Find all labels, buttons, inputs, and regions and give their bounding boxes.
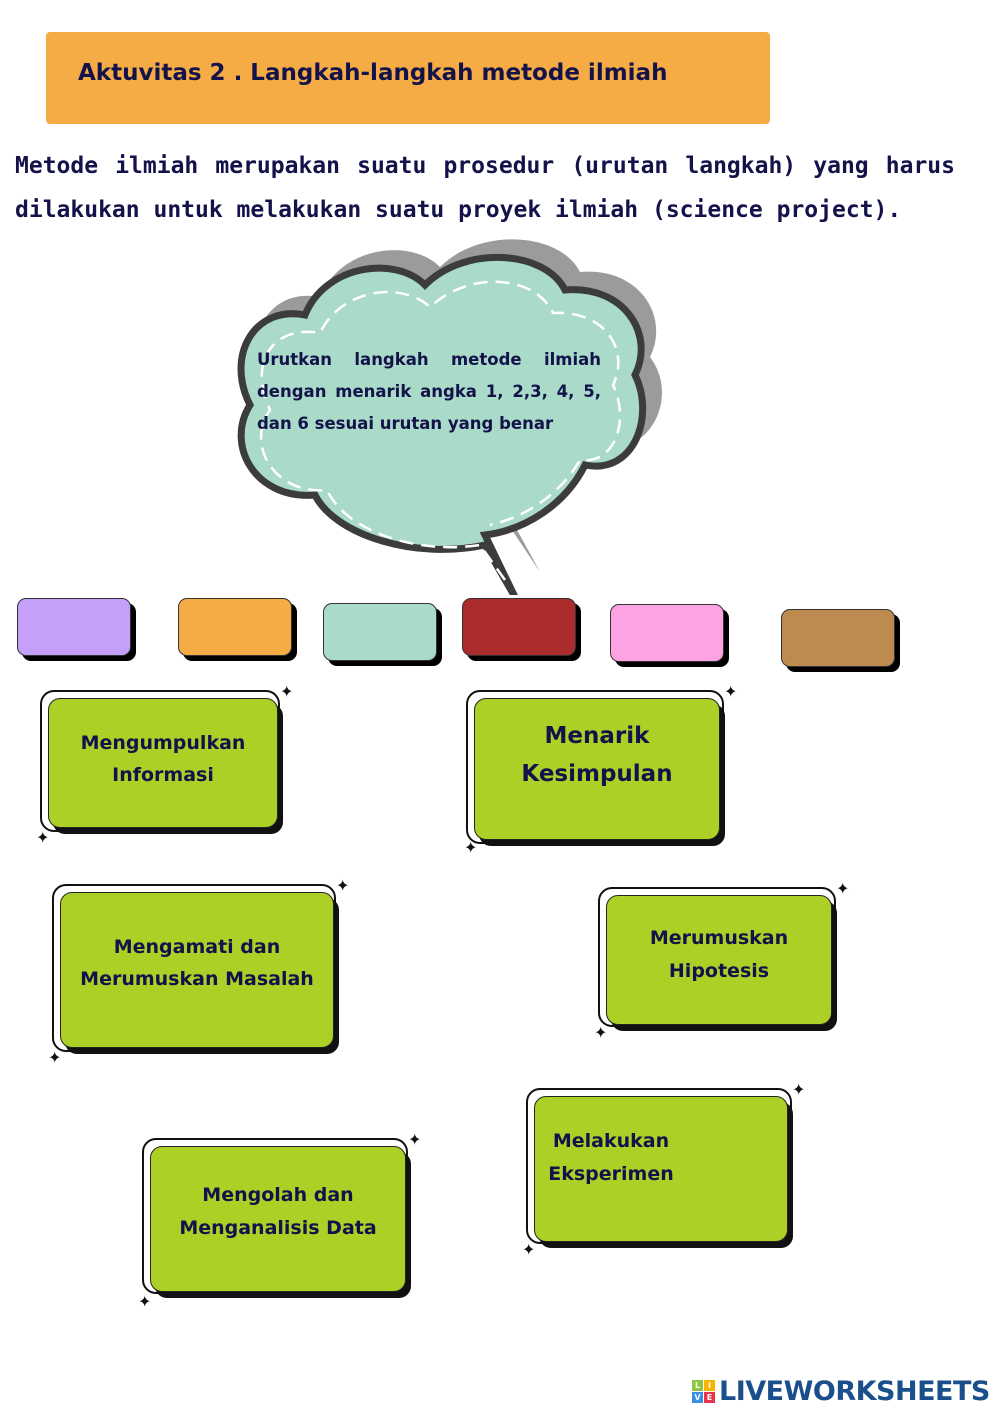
- sparkle-icon: ✦: [48, 1048, 62, 1067]
- answer-slot-1[interactable]: [17, 598, 131, 656]
- activity-title-banner: Aktuvitas 2 . Langkah-langkah metode ilm…: [46, 32, 770, 124]
- speech-cloud-icon: [237, 239, 662, 595]
- answer-slot-3[interactable]: [323, 603, 437, 661]
- instruction-text: Urutkan langkah metode ilmiah dengan men…: [257, 350, 601, 433]
- intro-paragraph: Metode ilmiah merupakan suatu prosedur (…: [15, 153, 955, 223]
- sparkle-icon: ✦: [36, 828, 50, 847]
- answer-slot-4[interactable]: [462, 598, 576, 656]
- sparkle-icon: ✦: [594, 1023, 608, 1042]
- card-label: Merumuskan Hipotesis: [606, 895, 832, 1025]
- answer-slot-2[interactable]: [178, 598, 292, 656]
- liveworksheets-logo: L I V E LIVEWORKSHEETS: [692, 1376, 990, 1407]
- sparkle-icon: ✦: [522, 1240, 536, 1259]
- activity-title: Aktuvitas 2 . Langkah-langkah metode ilm…: [78, 60, 668, 86]
- sparkle-icon: ✦: [464, 838, 478, 857]
- card-label: Mengumpulkan Informasi: [48, 698, 278, 828]
- logo-text: LIVEWORKSHEETS: [719, 1376, 990, 1407]
- sparkle-icon: ✦: [408, 1130, 422, 1149]
- answer-slot-5[interactable]: [610, 604, 724, 662]
- card-label: Melakukan Eksperimen: [534, 1096, 788, 1242]
- card-label: Mengamati dan Merumuskan Masalah: [60, 892, 334, 1048]
- live-badge-icon: L I V E: [692, 1380, 715, 1403]
- sparkle-icon: ✦: [792, 1080, 806, 1099]
- sparkle-icon: ✦: [280, 682, 294, 701]
- answer-slot-6[interactable]: [781, 609, 895, 667]
- card-label: Mengolah dan Menganalisis Data: [150, 1146, 406, 1292]
- card-label: Menarik Kesimpulan: [474, 698, 720, 840]
- sparkle-icon: ✦: [336, 876, 350, 895]
- sparkle-icon: ✦: [724, 682, 738, 701]
- sparkle-icon: ✦: [836, 879, 850, 898]
- sparkle-icon: ✦: [138, 1292, 152, 1311]
